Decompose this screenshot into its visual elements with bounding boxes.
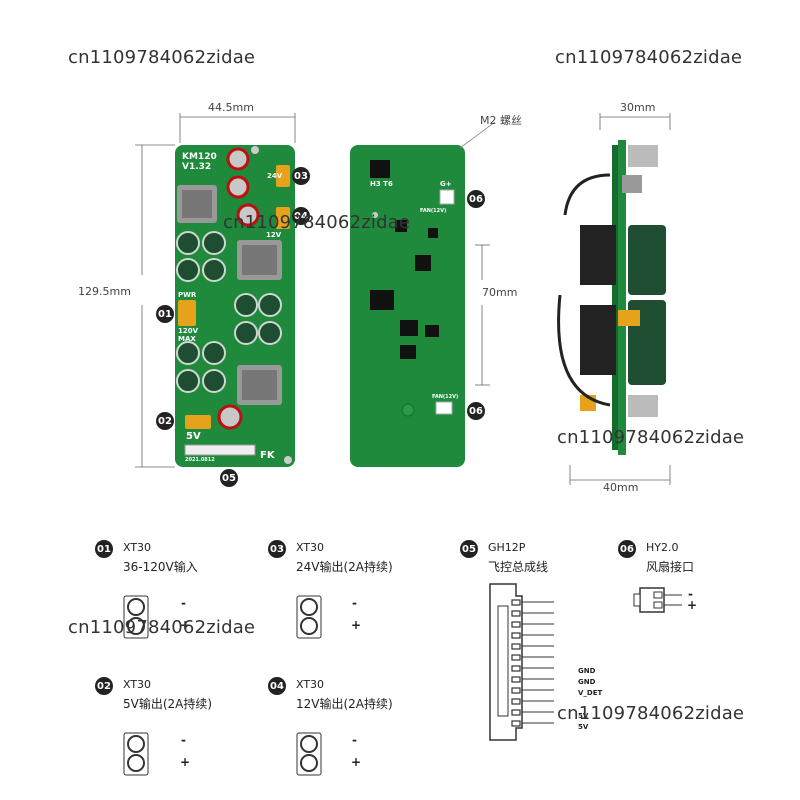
- legend-05-sub: 飞控总成线: [488, 560, 549, 574]
- dim-height: 129.5mm: [78, 285, 131, 298]
- xt30-icon: [296, 732, 322, 780]
- label-fk: FK: [260, 450, 275, 461]
- legend-01-plus: +: [180, 618, 191, 632]
- dim-screw: M2 螺丝: [480, 114, 522, 127]
- watermark-top-right: cn1109784062zidae: [555, 47, 743, 68]
- legend-03-minus: -: [352, 596, 357, 610]
- dim-side-depth: 30mm: [620, 101, 656, 114]
- legend-01-title: XT30: [123, 541, 152, 554]
- xt30-icon: [123, 732, 149, 780]
- pin-label-gnd-1: GND: [578, 667, 596, 675]
- gh12p-connector-icon: [488, 582, 558, 746]
- legend-05: 05 GH12P 飞控总成线 GND GND V_DET 5V 5V: [460, 540, 620, 741]
- pin-label-gnd-2: GND: [578, 678, 596, 686]
- legend-04-title: XT30: [296, 678, 325, 691]
- badge-02: 02: [95, 677, 113, 695]
- watermark-legend-left: cn1109784062zidae: [68, 617, 256, 638]
- badge-06: 06: [618, 540, 636, 558]
- legend-06-sub: 风扇接口: [646, 560, 695, 574]
- legend-04-sub: 12V输出(2A持续): [296, 697, 393, 711]
- legend-06-minus: -: [688, 587, 693, 601]
- watermark-board: cn1109784062zidae: [223, 212, 411, 233]
- legend-06: 06 HY2.0 风扇接口 - +: [618, 540, 758, 650]
- board-version: V1.32: [182, 162, 212, 172]
- badge-06-top: 06: [467, 190, 485, 208]
- legend-06-plus: +: [687, 598, 698, 612]
- label-max: 120V MAX: [178, 327, 199, 343]
- dim-hole-spacing: 70mm: [482, 286, 518, 299]
- back-board-view: M2 螺丝 70mm H3 T6 G+ FAN(12V) FAN(12V) 06…: [340, 110, 540, 480]
- hy20-connector-icon: [632, 582, 692, 622]
- front-board-view: 44.5mm 129.5mm KM120 V1.32 24V 12V PWR 1…: [78, 95, 315, 495]
- legend-03-title: XT30: [296, 541, 325, 554]
- badge-05: 05: [460, 540, 478, 558]
- label-h3t6: H3 T6: [370, 180, 393, 188]
- badge-06-bottom: 06: [467, 402, 485, 420]
- badge-04: 04: [268, 677, 286, 695]
- legend-01: 01 XT30 36-120V输入 - +: [95, 540, 265, 650]
- legend-02-plus: +: [180, 755, 191, 769]
- legend-05-title: GH12P: [488, 541, 526, 554]
- legend-02: 02 XT30 5V输出(2A持续) - +: [95, 677, 265, 787]
- label-12v: 12V: [266, 231, 282, 239]
- legend-01-sub: 36-120V输入: [123, 560, 198, 574]
- legend-02-title: XT30: [123, 678, 152, 691]
- badge-03: 03: [268, 540, 286, 558]
- legend-02-minus: -: [181, 733, 186, 747]
- badge-02-board: 02: [156, 412, 174, 430]
- badge-01: 01: [95, 540, 113, 558]
- pin-label-vdet: V_DET: [578, 689, 603, 697]
- label-date: 2021.0812: [185, 457, 215, 463]
- back-pcb: [350, 145, 465, 467]
- board-model: KM120: [182, 152, 217, 162]
- legend-04-minus: -: [352, 733, 357, 747]
- badge-04-board: 04: [292, 207, 310, 225]
- legend-06-title: HY2.0: [646, 541, 679, 554]
- label-fan-top: FAN(12V): [420, 208, 447, 214]
- label-pwr: PWR: [178, 291, 197, 299]
- pin-label-5v-1: 5V: [578, 712, 589, 720]
- badge-01-board: 01: [156, 305, 174, 323]
- legend-03: 03 XT30 24V输出(2A持续) - +: [268, 540, 438, 650]
- badge-03-board: 03: [292, 167, 310, 185]
- legend-03-plus: +: [351, 618, 362, 632]
- label-gplus: G+: [440, 180, 452, 188]
- pin-label-5v-2: 5V: [578, 723, 589, 731]
- badge-05-board: 05: [220, 469, 238, 487]
- legend-01-minus: -: [181, 596, 186, 610]
- legend-03-sub: 24V输出(2A持续): [296, 560, 393, 574]
- label-5v: 5V: [186, 431, 201, 442]
- side-view: 30mm 40mm: [540, 95, 690, 495]
- label-fan-bottom: FAN(12V): [432, 394, 459, 400]
- dim-side-width: 40mm: [603, 481, 639, 494]
- dim-width-front: 44.5mm: [208, 101, 254, 114]
- watermark-side: cn1109784062zidae: [557, 427, 745, 448]
- legend-04-plus: +: [351, 755, 362, 769]
- xt30-icon: [123, 595, 149, 643]
- watermark-top-left: cn1109784062zidae: [68, 47, 256, 68]
- legend-04: 04 XT30 12V输出(2A持续) - +: [268, 677, 438, 787]
- watermark-legend-right: cn1109784062zidae: [557, 703, 745, 724]
- xt30-icon: [296, 595, 322, 643]
- label-24v: 24V: [267, 172, 283, 180]
- legend-02-sub: 5V输出(2A持续): [123, 697, 213, 711]
